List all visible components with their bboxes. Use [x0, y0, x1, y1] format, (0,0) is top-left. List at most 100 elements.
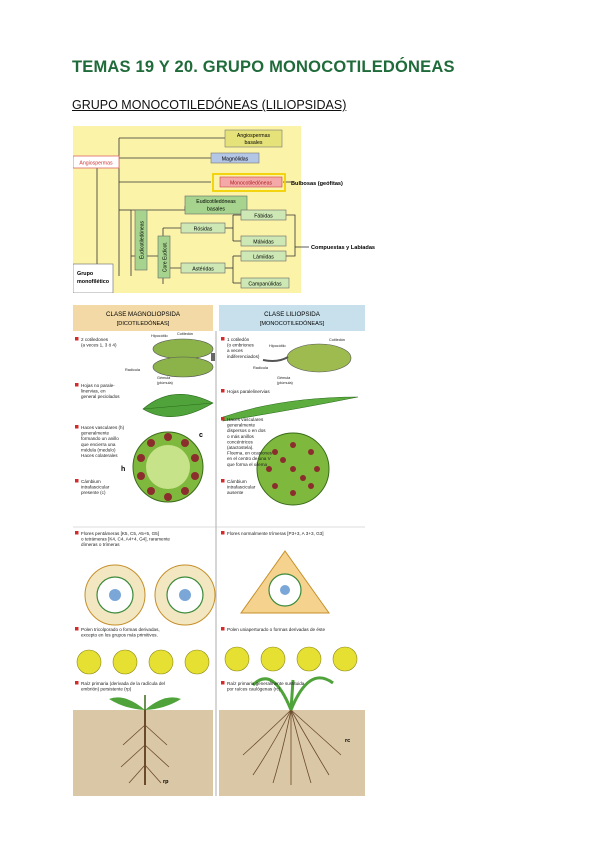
right-bullet-3 [221, 479, 225, 483]
left-bullet-4 [75, 531, 79, 535]
box-monocotiledoneas [219, 176, 283, 188]
root-label-rp: rp [163, 779, 169, 785]
label-core-vertical: Core Eudicot. [163, 242, 169, 272]
monocot-soil [219, 710, 365, 796]
right-item-0-line-0: 1 cotiledón [227, 337, 250, 342]
left-item-0-line-0: 2 cotiledones [81, 337, 109, 342]
seed-label-right-1: Cotiledón [329, 338, 345, 342]
monocot-leaf [222, 396, 359, 422]
section-subtitle: GRUPO MONOCOTILEDÓNEAS (LILIOPSIDAS) [72, 98, 347, 112]
left-text-blocks: 2 cotiledones(a veces 1, 3 ó 4)Hojas no … [75, 337, 170, 692]
label-asteridas: Astéridas [192, 267, 214, 273]
right-item-0-line-2: a veces [227, 348, 244, 353]
left-header-1: CLASE MAGNOLIOPSIDA [106, 311, 181, 318]
right-item-5-line-0: Polen uniaperturado o formas derivadas d… [227, 627, 326, 632]
right-item-2-line-7: en el centro de una V [227, 456, 272, 461]
box-malvidas [240, 235, 287, 247]
stem-label-h: h [121, 466, 125, 473]
right-bullet-2 [221, 417, 225, 421]
left-bullet-2 [75, 425, 79, 429]
right-item-2-line-3: o más anillos [227, 434, 255, 439]
left-item-1-line-0: Hojas no parale- [81, 383, 115, 388]
seed-label-left-0: Hipocótilo [151, 334, 168, 338]
left-bullet-6 [75, 681, 79, 685]
seed-label-left-4: (plúmula) [157, 381, 174, 385]
left-item-6-line-0: Raíz primaria (derivada de la radícula d… [81, 681, 165, 686]
phylogeny-diagram: Angiospermas Angiospermas basales Magnól… [73, 126, 375, 293]
right-item-1-line-0: Hojas paralelinervias [227, 389, 270, 394]
left-bullet-5 [75, 627, 79, 631]
label-fabidas: Fábidas [254, 214, 273, 220]
label-lamiidas: Lámiidas [253, 255, 274, 261]
box-grupo-monofiletico [73, 263, 114, 293]
label-angiospermas: Angiospermas [79, 161, 113, 167]
right-item-2-line-5: (atactostela). [227, 445, 254, 450]
left-bullet-0 [75, 337, 79, 341]
box-eudicot-basales [184, 195, 248, 215]
right-item-4-line-0: Flores normalmente trímeras [P3+3, A 3+3… [227, 531, 324, 536]
dicot-soil [73, 710, 213, 796]
box-core-vertical [157, 235, 171, 279]
right-item-6-line-0: Raíz primaria generalmente sustituida [227, 681, 305, 686]
box-fabidas [240, 209, 287, 221]
left-item-1-line-1: linervias, en [81, 389, 106, 394]
left-item-4-line-0: Flores pentámeras [K5, C5, A5+5, G5] [81, 531, 159, 536]
monocot-seed [286, 343, 352, 373]
left-item-2-line-3: que encierra una [81, 442, 116, 447]
highlight-monocot [212, 173, 286, 192]
right-item-3-line-2: ausente [227, 490, 244, 495]
stem-label-c: c [199, 432, 203, 439]
label-eudicot-basales-2: basales [207, 207, 225, 213]
right-item-2-line-0: Haces vasculares [227, 417, 264, 422]
left-header-2: [DICOTILEDÓNEAS] [117, 320, 170, 327]
left-item-2-line-4: médula (medulo) [81, 447, 116, 452]
left-item-2-line-5: Haces colaterales [81, 453, 118, 458]
label-eudicot-basales-1: Eudicotiledóneas [196, 199, 236, 205]
left-item-6-line-1: embrión) persistente (rp) [81, 687, 132, 692]
box-magnolidas [210, 152, 260, 164]
right-item-0-line-1: (o embriones [227, 343, 255, 348]
left-bullet-3 [75, 479, 79, 483]
box-eudicot-vertical [134, 209, 148, 271]
right-item-6-line-1: por raíces caulógenas (rc) [227, 687, 281, 692]
monocot-pollen [224, 646, 358, 672]
seed-label-left-2: Radícula [125, 368, 141, 372]
seed-label-right-2: Radícula [253, 366, 269, 370]
right-item-2-line-8: que forma el xilema [227, 462, 268, 467]
right-header-1: CLASE LILIOPSIDA [264, 311, 321, 318]
seed-label-left-3: Gémula [157, 376, 171, 380]
left-item-4-line-1: o tetrámeras [K4, C4, A4+4, G4], raramen… [81, 537, 170, 542]
left-item-3-line-2: presente (c) [81, 490, 106, 495]
box-campanulidas [240, 277, 290, 289]
left-item-1-line-2: general peciolados [81, 394, 120, 399]
label-bulbosas: Bulbosas (geófitas) [291, 181, 343, 187]
seed-label-right-4: (plúmula) [277, 381, 294, 385]
right-item-3-line-0: Cámbium [227, 479, 247, 484]
left-item-2-line-2: formando un anillo [81, 436, 119, 441]
left-item-2-line-1: generalmente [81, 431, 110, 436]
dicot-pollen [76, 649, 210, 675]
label-monocotiledoneas: Monocotiledóneas [230, 181, 273, 187]
label-magnolidas: Magnólidas [222, 157, 249, 163]
box-lamiidas [240, 250, 287, 262]
label-compuestas: Compuestas y Labiadas [311, 245, 375, 251]
left-item-5-line-1: excepto en los grupos más primitivos. [81, 633, 158, 638]
right-item-3-line-1: intrafascicular [227, 485, 256, 490]
label-angio-basales-1: Angiospermas [237, 133, 271, 139]
seed-label-right-3: Gémula [277, 376, 291, 380]
right-item-2-line-1: generalmente [227, 423, 256, 428]
label-rosidas: Rósidas [194, 227, 213, 233]
left-item-2-line-0: Haces vasculares (h) [81, 425, 125, 430]
label-campanulidas: Campanúlidas [248, 282, 282, 288]
right-bullet-0 [221, 337, 225, 341]
left-item-4-line-2: dímeras o trímeras [81, 542, 120, 547]
label-eudicot-vertical: Eudicotiledóneas [140, 220, 146, 259]
left-item-5-line-0: Polen tricolporado o formas derivadas, [81, 627, 160, 632]
right-header-2: [MONOCOTILEDÓNEAS] [260, 320, 325, 327]
right-item-0-line-3: indiferenciados) [227, 354, 260, 359]
right-item-2-line-4: concéntricos [227, 439, 253, 444]
left-item-3-line-0: Cámbium [81, 479, 101, 484]
right-bullet-6 [221, 681, 225, 685]
